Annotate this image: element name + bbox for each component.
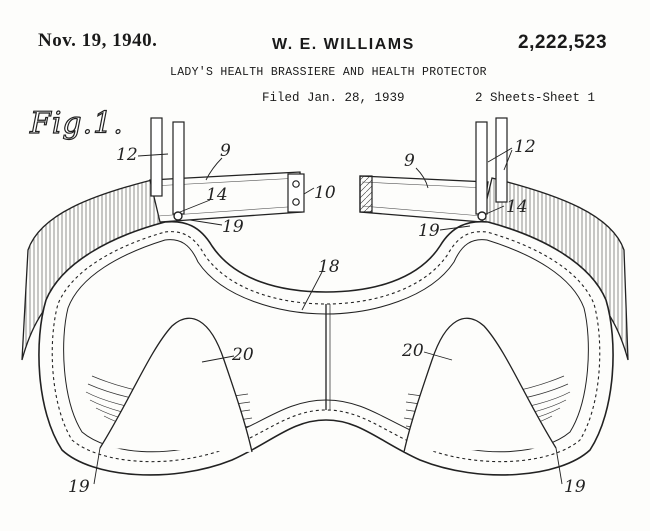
ref-ring-left: 14 [206,185,228,205]
ref-edge-top-right: 19 [418,221,440,241]
sheet-count: 2 Sheets-Sheet 1 [475,91,596,105]
ref-edge-bottom-right: 19 [564,477,586,497]
ref-fastener: 10 [314,183,336,203]
filed-date: Filed Jan. 28, 1939 [262,91,405,105]
cone-insert-right [403,317,557,453]
leader-lines [93,147,563,485]
back-band-right [359,175,489,223]
ref-cup-left: 20 [231,345,254,365]
ref-edge-top-left: 19 [222,217,244,237]
patent-title: LADY'S HEALTH BRASSIERE AND HEALTH PROTE… [170,66,487,79]
ref-cup-right: 20 [401,341,424,361]
ref-band-left: 9 [220,141,231,161]
cone-insert-left [99,317,253,453]
figure-label: Fig.1. [29,105,124,141]
shoulder-strap-left [150,117,185,221]
ref-center-panel: 18 [318,257,340,277]
inventor-name: W. E. WILLIAMS [272,36,415,53]
ref-strap-right: 12 [514,137,536,157]
ref-strap-left: 12 [116,145,138,165]
shoulder-strap-right [475,117,508,221]
ref-band-right: 9 [404,151,415,171]
patent-number: 2,222,523 [518,32,608,53]
ref-edge-bottom-left: 19 [68,477,90,497]
hook-fastener [287,173,373,213]
patent-date: Nov. 19, 1940. [38,30,158,51]
ref-ring-right: 14 [506,197,528,217]
